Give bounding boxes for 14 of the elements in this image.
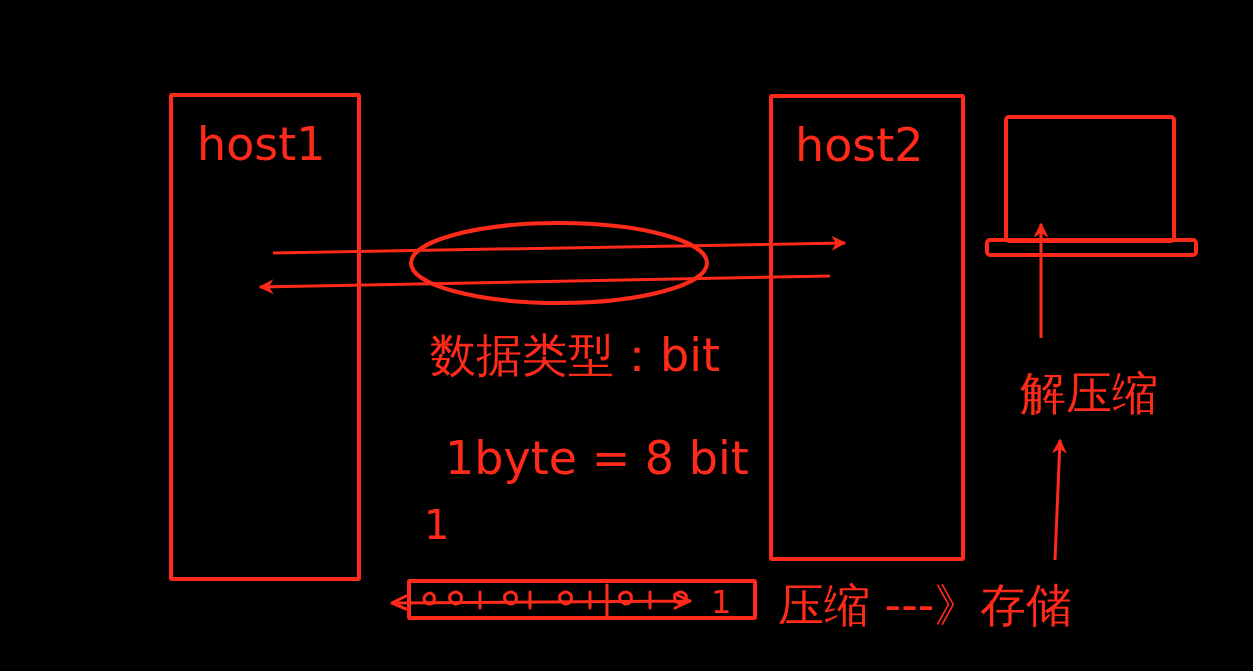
host-label: host1 [197,121,326,167]
compress-store-text: 压缩 ---》存储 [778,582,1073,628]
arrow [272,235,847,255]
host-box [169,93,361,581]
bit-digit: 1 [711,586,732,618]
arrow [258,274,831,295]
data-type-text: 数据类型：bit [430,332,720,378]
host-box [769,94,965,561]
arrow [1033,222,1049,338]
bit-box [407,579,757,620]
host-label: host2 [795,122,924,168]
digit-text: 1 [424,505,450,545]
arrow [1051,438,1067,561]
decompress-text: 解压缩 [1020,370,1158,416]
